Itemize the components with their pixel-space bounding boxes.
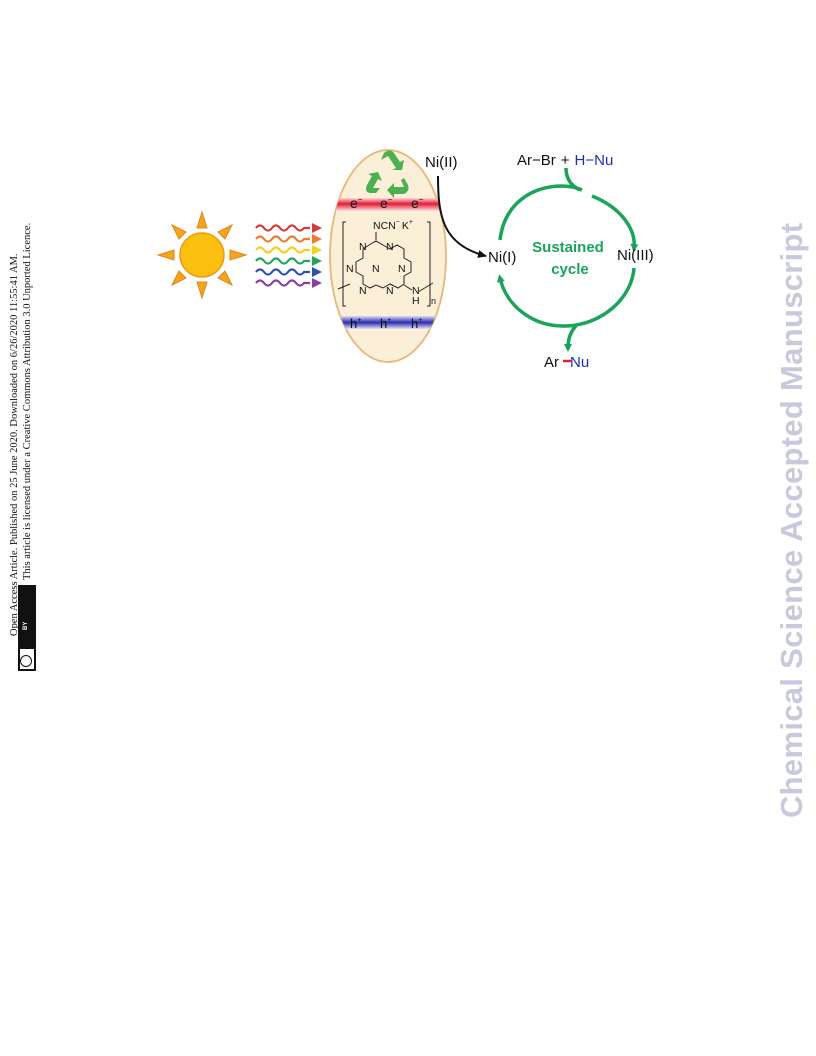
svg-text:h+: h+ xyxy=(350,316,361,331)
ni2-label: Ni(II) xyxy=(425,154,458,171)
svg-text:N: N xyxy=(359,285,367,297)
electron-labels: e− e− e− xyxy=(350,195,424,211)
light-waves-icon xyxy=(255,223,322,288)
svg-text:e−: e− xyxy=(350,195,363,211)
svg-text:N: N xyxy=(359,241,367,253)
ni1-label: Ni(I) xyxy=(488,249,516,266)
svg-text:N: N xyxy=(372,263,380,275)
photocatalyst-ellipse xyxy=(329,149,447,363)
heptazine-labels: NCN−K+ N N N N N N N N H n xyxy=(346,219,436,307)
ni3-label: Ni(III) xyxy=(617,247,654,264)
sun-icon xyxy=(156,210,248,300)
svg-text:h+: h+ xyxy=(411,316,422,331)
reactants-label: Ar−Br+H−Nu xyxy=(517,152,613,169)
svg-text:n: n xyxy=(431,296,436,306)
heptazine-structure xyxy=(337,221,434,307)
svg-text:N: N xyxy=(386,285,394,297)
svg-text:h+: h+ xyxy=(380,316,391,331)
cycle-label-line2: cycle xyxy=(551,261,589,278)
hole-labels: h+ h+ h+ xyxy=(350,316,422,331)
svg-text:N: N xyxy=(398,263,406,275)
svg-text:N: N xyxy=(412,285,420,297)
svg-text:NCN−K+: NCN−K+ xyxy=(373,219,413,232)
cc-by-badge-icon[interactable]: BY xyxy=(18,585,36,671)
svg-text:N: N xyxy=(386,241,394,253)
svg-text:N: N xyxy=(346,263,354,275)
svg-text:e−: e− xyxy=(380,195,393,211)
svg-text:e−: e− xyxy=(411,195,424,211)
license-notice: Open Access Article. Published on 25 Jun… xyxy=(0,0,60,700)
cycle-label-line1: Sustained xyxy=(532,239,604,256)
reduction-arrow xyxy=(437,175,487,258)
svg-text:H: H xyxy=(412,295,420,307)
recycle-icon xyxy=(366,150,409,198)
catalytic-cycle xyxy=(496,167,639,352)
